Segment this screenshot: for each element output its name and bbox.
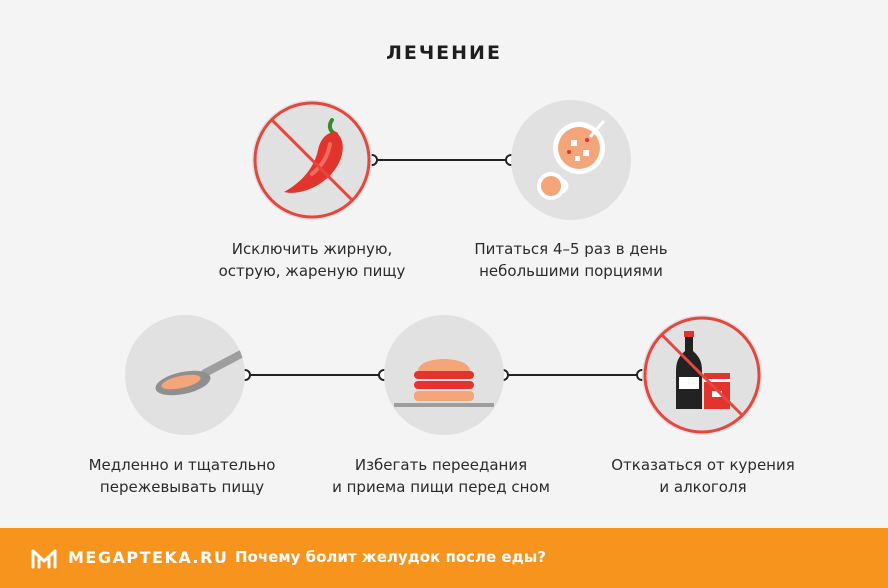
connector-line — [372, 159, 511, 161]
logo-text[interactable]: MEGAPTEKA.RU — [68, 548, 229, 567]
no-alcohol-cigarettes-icon — [642, 315, 762, 435]
logo-icon — [31, 549, 57, 569]
step-caption: Отказаться от курения и алкоголя — [573, 454, 833, 498]
step-caption: Исключить жирную, острую, жареную пищу — [182, 238, 442, 282]
caption-line: пережевывать пищу — [99, 478, 265, 496]
burger-icon — [384, 315, 504, 435]
caption-line: острую, жареную пищу — [218, 262, 406, 280]
spoon-icon — [125, 315, 245, 435]
soup-bowl-icon — [511, 100, 631, 220]
connector-line — [503, 374, 642, 376]
step-caption: Медленно и тщательно пережевывать пищу — [52, 454, 312, 498]
caption-line: Питаться 4–5 раз в день — [474, 240, 668, 258]
page-title: ЛЕЧЕНИЕ — [386, 42, 502, 64]
footer-bar: MEGAPTEKA.RU Почему болит желудок после … — [0, 528, 888, 588]
caption-line: Отказаться от курения — [611, 456, 795, 474]
step-caption: Избегать переедания и приема пищи перед … — [311, 454, 571, 498]
caption-line: и алкоголя — [659, 478, 747, 496]
caption-line: и приема пищи перед сном — [332, 478, 550, 496]
caption-line: небольшими порциями — [479, 262, 663, 280]
caption-line: Избегать переедания — [354, 456, 528, 474]
caption-line: Медленно и тщательно — [88, 456, 276, 474]
caption-line: Исключить жирную, — [231, 240, 393, 258]
step-caption: Питаться 4–5 раз в день небольшими порци… — [441, 238, 701, 282]
connector-line — [245, 374, 384, 376]
no-chili-pepper-icon — [252, 100, 372, 220]
footer-caption[interactable]: Почему болит желудок после еды? — [235, 548, 546, 566]
